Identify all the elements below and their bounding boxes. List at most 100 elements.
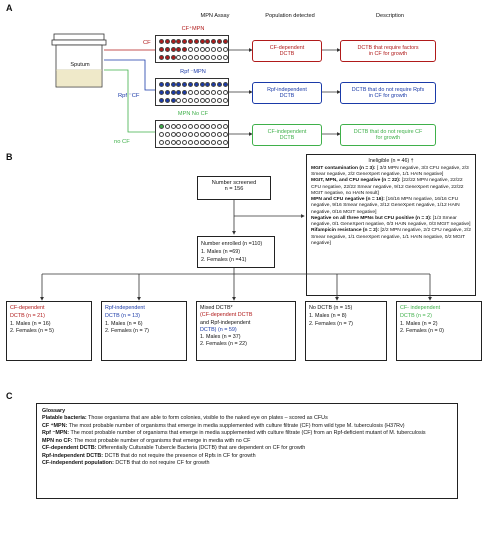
plate-well <box>205 139 211 145</box>
mpn-plate-rpf <box>155 78 229 106</box>
plate-well <box>188 89 193 95</box>
plate-well <box>159 97 164 103</box>
plate-well <box>205 54 211 60</box>
plate-well <box>199 46 205 52</box>
plate-well <box>222 89 228 95</box>
plate-well <box>182 139 188 145</box>
enrolled-females: 2. Females (n =41) <box>201 257 247 264</box>
plate-well <box>159 131 164 137</box>
header-description: Description <box>376 13 404 19</box>
plate-well <box>176 46 182 52</box>
ineligible-box: Ineligible (n = 46) † MGIT contamination… <box>306 154 476 296</box>
section-c-label: C <box>6 391 13 401</box>
plate-well <box>205 131 211 137</box>
plate-well <box>170 139 176 145</box>
plate-well <box>182 82 188 87</box>
branch-label-cf: CF <box>143 40 151 46</box>
outcome-box-no-dctb: No DCTB (n = 15) 1. Males (n = 8) 2. Fem… <box>305 301 387 361</box>
glossary-box: Glossary Platable bacteria: Those organi… <box>36 403 458 499</box>
plate-well <box>170 39 176 44</box>
plate-well <box>199 97 205 103</box>
plate-well <box>176 39 182 44</box>
plate-well <box>199 89 205 95</box>
plate-well <box>188 39 193 44</box>
mpn-plate-cf <box>155 35 229 63</box>
plate-well <box>188 82 193 87</box>
plate-well <box>222 131 228 137</box>
ineligible-item: MGIT contamination (n = 3): [ 3/3 MPN ne… <box>311 165 469 178</box>
plate-well <box>176 82 182 87</box>
plate-well <box>182 39 188 44</box>
screened-box: Number screened n = 156 <box>197 176 271 200</box>
glossary-entry: Rpf-independent DCTB: DCTB that do not r… <box>42 452 256 459</box>
plate-well <box>164 82 170 87</box>
glossary-entry: MPN no CF: The most probable number of o… <box>42 437 251 444</box>
section-b-connectors <box>40 200 432 301</box>
plate-well <box>164 46 170 52</box>
plate-well <box>199 39 205 44</box>
plate-well <box>170 54 176 60</box>
plate-well <box>217 89 222 95</box>
plate-well <box>176 139 182 145</box>
plate-well <box>170 97 176 103</box>
plate-well <box>211 139 217 145</box>
plate-well <box>222 139 228 145</box>
plate-well <box>159 82 164 87</box>
plate-well <box>188 139 193 145</box>
ineligible-item: MGIT, MPN, and CFU negative (n = 22): [2… <box>311 178 464 196</box>
plate-well <box>222 82 228 87</box>
plate-well <box>217 54 222 60</box>
plate-well <box>199 139 205 145</box>
plate-well <box>222 46 228 52</box>
plate-well <box>164 54 170 60</box>
plate-well <box>199 131 205 137</box>
section-b-label: B <box>6 152 13 162</box>
branch-label-no-cf: no CF <box>114 139 130 145</box>
plate-well <box>211 97 217 103</box>
plate-label-cf: CF⁺MPN <box>181 26 205 32</box>
plate-well <box>170 124 176 129</box>
glossary-entry: CF ⁺MPN: The most probable number of org… <box>42 422 405 429</box>
plate-well <box>222 54 228 60</box>
glossary-title: Glossary <box>42 408 66 414</box>
plate-well <box>182 46 188 52</box>
plate-well <box>159 89 164 95</box>
plate-well <box>205 39 211 44</box>
plate-well <box>170 89 176 95</box>
branch-label-rpf: Rpf ⁻CF <box>118 93 140 99</box>
plate-well <box>159 139 164 145</box>
plate-well <box>188 97 193 103</box>
plate-well <box>205 82 211 87</box>
plate-well <box>176 89 182 95</box>
section-a-label: A <box>6 3 13 13</box>
plate-well <box>164 139 170 145</box>
plate-well <box>176 54 182 60</box>
plate-well <box>170 131 176 137</box>
plate-well <box>222 39 228 44</box>
plate-well <box>176 97 182 103</box>
plate-well <box>182 131 188 137</box>
plate-well <box>205 124 211 129</box>
plate-well <box>211 124 217 129</box>
sputum-label: Sputum <box>70 62 90 68</box>
plate-well <box>159 54 164 60</box>
ineligible-item: Negative on all three MPNs but CFU posit… <box>311 215 471 228</box>
outcome-box-cf-dependent: CF-dependent DCTB (n = 21) 1. Males (n =… <box>6 301 92 361</box>
outcome-box-rpf-independent: Rpf-independent DCTB (n = 13) 1. Males (… <box>101 301 187 361</box>
plate-well <box>182 54 188 60</box>
plate-well <box>182 97 188 103</box>
glossary-entry: CF-independent population: DCTB that do … <box>42 460 210 467</box>
plate-well <box>170 46 176 52</box>
header-mpn-assay: MPN Assay <box>200 13 230 19</box>
plate-well <box>188 46 193 52</box>
plate-well <box>188 54 193 60</box>
plate-label-rpf: Rpf ⁻MPN <box>180 69 206 75</box>
glossary-entry: Rpf ⁻MPN: The most probable number of or… <box>42 430 426 437</box>
plate-well <box>193 54 199 60</box>
plate-well <box>193 89 199 95</box>
plate-well <box>211 89 217 95</box>
ineligible-title: Ineligible (n = 46) † <box>368 158 414 164</box>
